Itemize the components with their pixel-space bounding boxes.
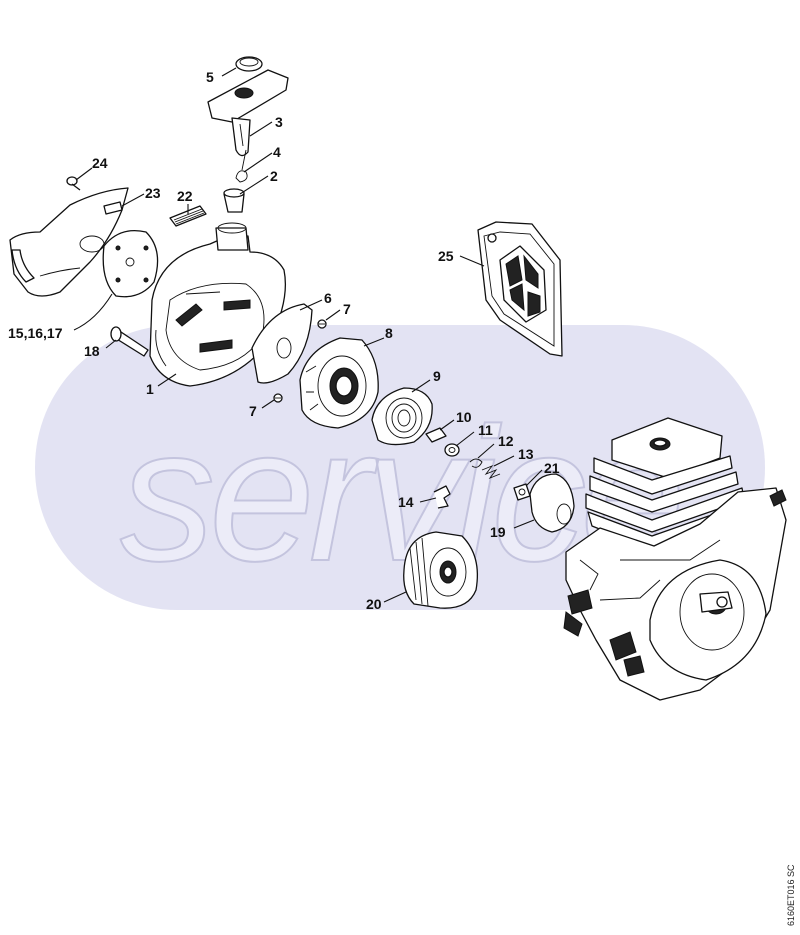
leader-3 <box>249 121 273 137</box>
part-grip-cap <box>235 56 263 72</box>
leader-23 <box>121 193 145 207</box>
callout-1: 1 <box>146 381 154 397</box>
part-rope-guide-bush <box>223 188 245 213</box>
part-starter-rope <box>235 149 248 183</box>
callout-2: 2 <box>270 168 278 184</box>
leader-9 <box>411 379 431 393</box>
callout-11: 11 <box>478 422 493 438</box>
callout-13: 13 <box>518 446 534 462</box>
callout-14: 14 <box>398 494 414 510</box>
callout-12: 12 <box>498 433 514 449</box>
callout-5: 5 <box>206 69 214 85</box>
callout-24: 24 <box>92 155 108 171</box>
callouts: 5 3 4 2 24 23 22 15,16,17 18 1 6 7 7 8 9… <box>8 69 560 612</box>
part-screw-7b <box>273 393 283 403</box>
leader-18 <box>105 339 117 349</box>
part-bolt-18 <box>110 326 149 357</box>
part-clip-14 <box>433 485 451 509</box>
callout-8: 8 <box>385 325 393 341</box>
leader-13 <box>493 455 515 467</box>
part-spring-13 <box>481 464 501 480</box>
leader-14 <box>419 497 437 503</box>
part-washer-11 <box>444 443 460 457</box>
leader-8 <box>363 337 385 347</box>
part-decal <box>169 205 207 227</box>
part-pawl <box>425 427 447 443</box>
callout-21: 21 <box>544 460 560 476</box>
leader-2 <box>239 175 269 195</box>
leader-7b <box>261 399 275 409</box>
part-washer-plate <box>251 303 313 384</box>
engine-block <box>563 417 787 701</box>
callout-25: 25 <box>438 248 454 264</box>
watermark-band <box>35 325 765 610</box>
callout-6: 6 <box>324 290 332 306</box>
part-fan-wheel <box>403 531 479 609</box>
callout-4: 4 <box>273 144 281 160</box>
leader-25 <box>459 255 485 267</box>
leader-151617 <box>73 293 113 331</box>
callout-23: 23 <box>145 185 161 201</box>
part-rewind-spring <box>371 387 433 446</box>
part-screw-7a <box>317 319 327 329</box>
part-spring-plate <box>102 229 159 298</box>
leader-21 <box>525 469 543 487</box>
leader-24 <box>75 167 93 181</box>
callout-22: 22 <box>177 188 193 204</box>
leader-19 <box>513 519 535 529</box>
callout-7a: 7 <box>343 301 351 317</box>
callout-20: 20 <box>366 596 382 612</box>
part-fan-hub <box>529 473 575 533</box>
part-spring-clip <box>469 458 483 468</box>
leader-5 <box>221 67 237 77</box>
part-cover-23 <box>9 187 129 297</box>
document-id: 6160ET016 SC <box>786 864 796 926</box>
leader-7a <box>325 309 341 321</box>
leader-6 <box>299 299 323 311</box>
leader-lines <box>73 67 543 603</box>
leader-20 <box>383 591 407 603</box>
part-rope-rotor <box>299 337 379 429</box>
callout-19: 19 <box>490 524 506 540</box>
callout-18: 18 <box>84 343 100 359</box>
callout-15-16-17: 15,16,17 <box>8 325 63 341</box>
callout-7b: 7 <box>249 403 257 419</box>
callout-9: 9 <box>433 368 441 384</box>
leader-12 <box>477 443 495 459</box>
leader-4 <box>243 152 273 173</box>
callout-10: 10 <box>456 409 472 425</box>
part-screw-24 <box>66 176 81 191</box>
leader-1 <box>157 373 177 387</box>
leader-10 <box>439 419 455 431</box>
callout-3: 3 <box>275 114 283 130</box>
leader-11 <box>455 431 475 447</box>
part-starter-grip <box>207 69 289 157</box>
part-air-filter <box>477 221 563 357</box>
